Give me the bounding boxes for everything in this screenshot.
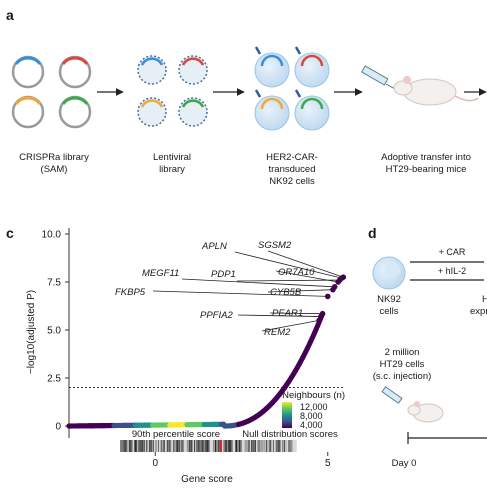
cut-label-line1: HE — [482, 294, 487, 305]
syringe-mouse-icon — [381, 386, 444, 423]
panel-a-letter: a — [6, 7, 14, 23]
gene-label: PEAR1 — [272, 308, 303, 319]
car-nk92-cells-icon — [254, 46, 330, 131]
injection-line2: HT29 cells — [380, 359, 425, 370]
step-2-line1: Lentiviral — [153, 152, 191, 163]
car-label: + CAR — [439, 247, 466, 257]
gene-leader-line — [269, 312, 323, 315]
gene-label: OR7A10 — [278, 267, 315, 278]
gene-leader-line — [234, 251, 342, 279]
gene-label: PPFIA2 — [200, 310, 233, 321]
plasmid-library-icon — [11, 55, 92, 129]
legend-level-mid: 8,000 — [300, 411, 323, 421]
nk92-label-line1: NK92 — [377, 294, 401, 305]
gene-label: CYB5B — [270, 287, 302, 298]
nk92-cell-icon — [372, 256, 406, 290]
y-tick-label: 0 — [55, 422, 61, 433]
x-tick-label: 0 — [152, 458, 158, 469]
step-1-line2: (SAM) — [41, 164, 68, 175]
gene-label: FKBP5 — [115, 287, 146, 298]
x-axis-label: Gene score — [181, 474, 233, 485]
panel-c-letter: c — [6, 225, 14, 241]
il2-label: + hIL-2 — [438, 266, 466, 276]
legend-colorbar — [282, 402, 292, 428]
gene-leader-line — [261, 320, 320, 332]
y-axis-label: −log10(adjusted P) — [26, 290, 37, 374]
y-tick-label: 7.5 — [47, 278, 61, 289]
legend-level-high: 12,000 — [300, 402, 328, 412]
cut-label-line2: expr — [470, 306, 487, 317]
legend-title: Neighbours (n) — [282, 390, 345, 401]
step-3-line1: HER2-CAR- — [266, 152, 318, 163]
gene-label: MEGF11 — [142, 268, 179, 279]
x-tick-label: 5 — [325, 458, 331, 469]
y-tick-label: 5.0 — [47, 326, 61, 337]
highlighted-gene-point — [324, 293, 331, 300]
step-4-line1: Adoptive transfer into — [381, 152, 471, 163]
gene-label: SGSM2 — [258, 240, 292, 251]
gene-label: APLN — [201, 241, 227, 252]
y-axis-ticks: 0 2.5 5.0 7.5 10.0 — [42, 230, 69, 433]
null-distribution-label: Null distribution scores — [242, 429, 338, 440]
step-3-line2: transduced — [268, 164, 315, 175]
gene-leader-line — [152, 290, 328, 297]
day-0-label: Day 0 — [392, 458, 417, 469]
step-1-line1: CRISPRa library — [19, 152, 89, 163]
gene-points — [66, 274, 347, 429]
syringe-icon — [361, 65, 396, 90]
gene-leader-line — [236, 279, 340, 282]
neighbours-legend: Neighbours (n) 12,000 8,000 4,000 — [282, 390, 345, 430]
step-4-line2: HT29-bearing mice — [386, 164, 467, 175]
injection-line3: (s.c. injection) — [373, 371, 432, 382]
gene-leader-line — [181, 278, 335, 288]
step-3-line3: NK92 cells — [269, 176, 315, 187]
gene-leader-line — [267, 250, 344, 278]
nk92-label-line2: cells — [379, 306, 398, 317]
gene-label: PDP1 — [211, 269, 236, 280]
y-tick-label: 2.5 — [47, 374, 61, 385]
gene-label: REM2 — [264, 327, 291, 338]
null-distribution-barcode — [120, 440, 297, 452]
threshold-label: 90th percentile score — [132, 429, 220, 440]
gene-leader-line — [267, 289, 333, 293]
gene-leader-line — [237, 314, 321, 317]
y-tick-label: 10.0 — [42, 230, 62, 241]
injection-line1: 2 million — [385, 347, 420, 358]
lentivirus-icon — [137, 55, 208, 127]
step-2-line2: library — [159, 164, 185, 175]
mouse-icon — [393, 76, 479, 106]
panel-d-letter: d — [368, 225, 377, 241]
legend-level-low: 4,000 — [300, 420, 323, 430]
